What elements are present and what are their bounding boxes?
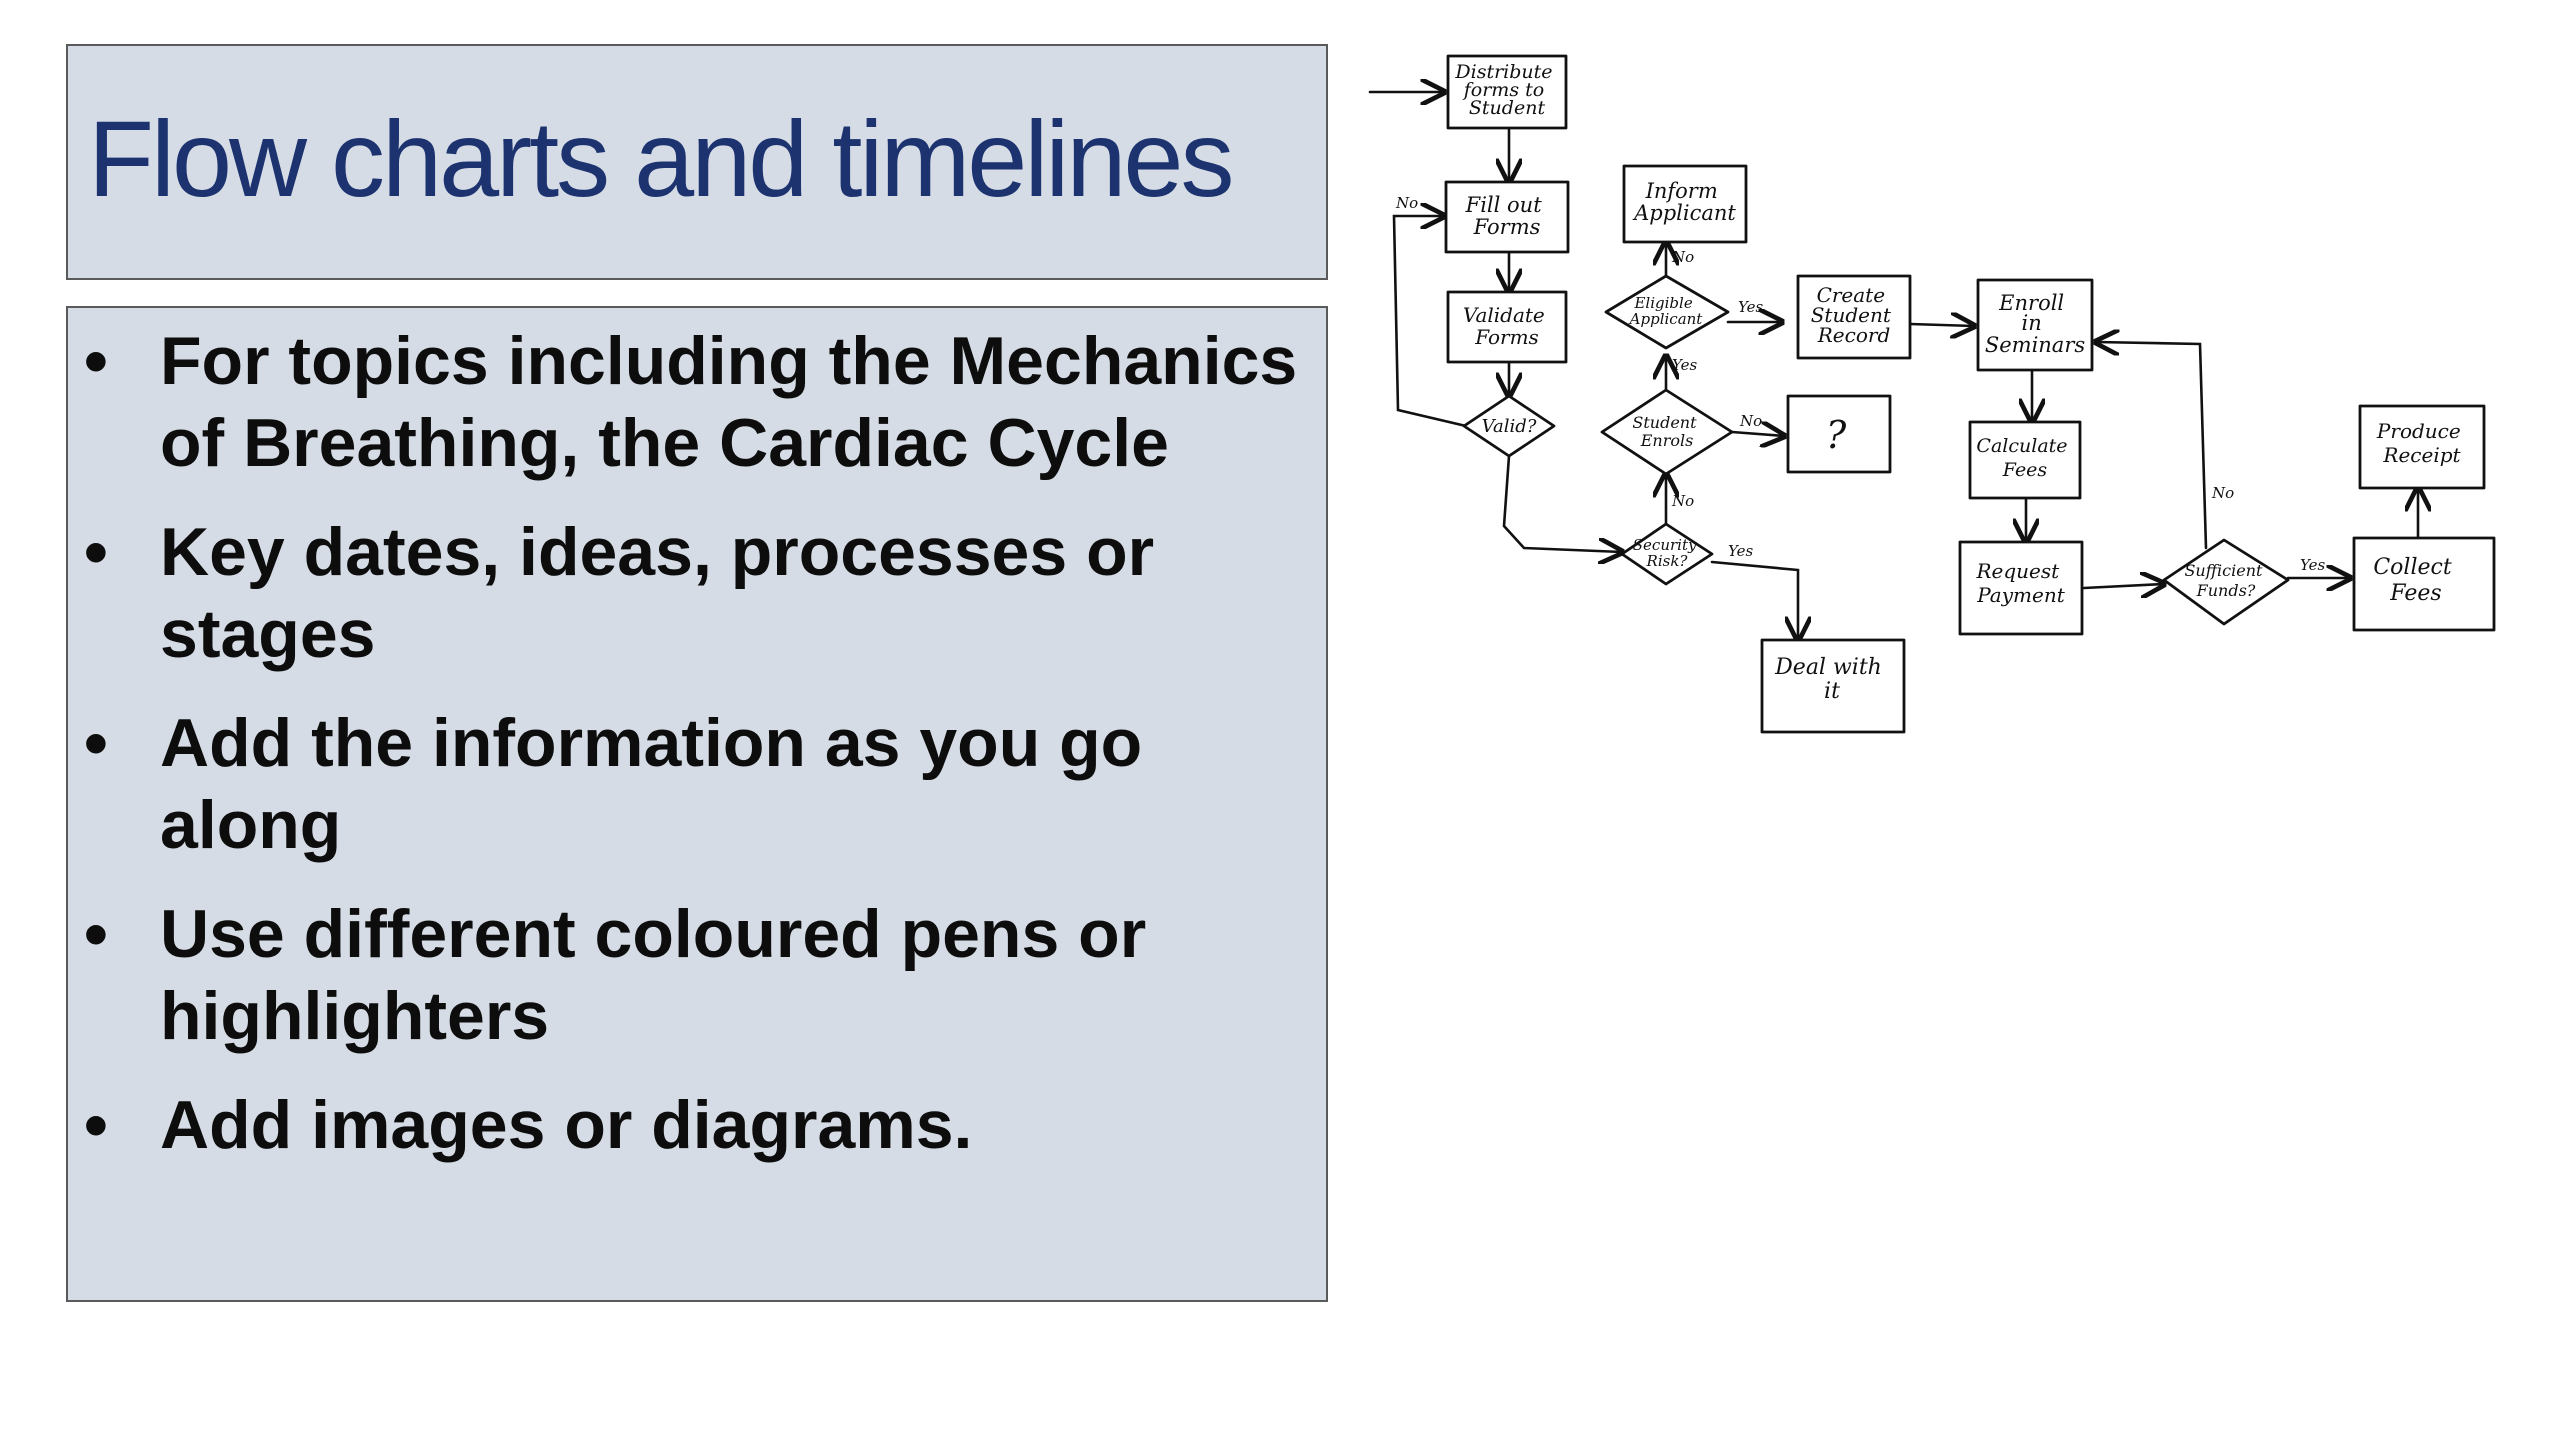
node-diamond-security-risk bbox=[1620, 522, 1714, 586]
edge-label: Yes bbox=[1672, 356, 1697, 374]
edge-label: No bbox=[2211, 484, 2234, 502]
node-label: Produce Receipt bbox=[2376, 419, 2467, 467]
bullet-list: For topics including the Mechanics of Br… bbox=[68, 320, 1326, 1193]
bullet-box: For topics including the Mechanics of Br… bbox=[66, 306, 1328, 1302]
slide-title: Flow charts and timelines bbox=[88, 98, 1234, 219]
node-box-request-payment bbox=[1958, 540, 2084, 636]
node-label: Sufficient Funds? bbox=[2184, 561, 2267, 600]
node-box-collect-fees bbox=[2352, 536, 2496, 632]
flowchart-diagram: Distribute forms to Student Fill out For… bbox=[1368, 54, 2496, 734]
node-label: Eligible Applicant bbox=[1628, 294, 1704, 328]
node-label: Inform Applicant bbox=[1632, 179, 1736, 225]
node-label: Create Student Record bbox=[1811, 283, 1898, 347]
node-label: Fill out Forms bbox=[1465, 193, 1549, 239]
connector bbox=[1908, 324, 1974, 326]
node-label: Request Payment bbox=[1975, 559, 2065, 607]
connector bbox=[1502, 454, 1622, 552]
edge-label: Yes bbox=[2300, 556, 2325, 574]
node-diamond-eligible bbox=[1604, 274, 1730, 350]
flowchart-labels: Distribute forms to Student Fill out For… bbox=[1454, 61, 2467, 704]
node-label: ? bbox=[1826, 413, 1847, 457]
flowchart-edge-labels: No No Yes Yes No No Yes No Yes bbox=[1395, 194, 2325, 574]
bullet-item: Key dates, ideas, processes or stages bbox=[68, 511, 1326, 675]
bullet-item: Add images or diagrams. bbox=[68, 1084, 1326, 1166]
edge-label: No bbox=[1671, 248, 1694, 266]
flowchart-shapes bbox=[1444, 54, 2496, 734]
title-box: Flow charts and timelines bbox=[66, 44, 1328, 280]
node-box-distribute bbox=[1446, 54, 1568, 130]
edge-label: No bbox=[1671, 492, 1694, 510]
node-box-inform bbox=[1622, 164, 1748, 244]
node-box-validate bbox=[1446, 290, 1568, 364]
node-label: Validate Forms bbox=[1463, 303, 1551, 349]
node-label: Student Enrols bbox=[1632, 413, 1701, 450]
bullet-item: Add the information as you go along bbox=[68, 702, 1326, 866]
node-box-create-record bbox=[1796, 274, 1912, 360]
edge-label: Yes bbox=[1738, 298, 1763, 316]
node-box-deal-with-it bbox=[1760, 638, 1906, 734]
node-label: Collect Fees bbox=[2373, 555, 2458, 606]
connector bbox=[2096, 342, 2208, 550]
node-label: Distribute forms to Student bbox=[1454, 61, 1558, 119]
connector bbox=[2082, 584, 2164, 588]
node-diamond-valid bbox=[1462, 394, 1556, 458]
bullet-item: Use different coloured pens or highlight… bbox=[68, 893, 1326, 1057]
bullet-item: For topics including the Mechanics of Br… bbox=[68, 320, 1326, 484]
node-diamond-student-enrols bbox=[1600, 388, 1734, 476]
connector bbox=[1730, 432, 1784, 436]
connector bbox=[1710, 560, 1798, 640]
node-label: Enroll in Seminars bbox=[1985, 291, 2086, 357]
node-label: Calculate Fees bbox=[1976, 435, 2073, 481]
node-label: Valid? bbox=[1482, 416, 1537, 437]
node-label: Deal with it bbox=[1774, 655, 1889, 704]
node-box-fill-out bbox=[1444, 180, 1570, 254]
edge-label: No bbox=[1739, 412, 1762, 430]
connector bbox=[1392, 216, 1468, 428]
node-box-enroll bbox=[1976, 278, 2094, 372]
node-box-calculate-fees bbox=[1968, 420, 2082, 500]
node-box-produce-receipt bbox=[2358, 404, 2486, 490]
edge-label: No bbox=[1395, 194, 1418, 212]
edge-label: Yes bbox=[1728, 542, 1753, 560]
flowchart-connectors bbox=[1368, 92, 2418, 640]
node-diamond-sufficient-funds bbox=[2162, 538, 2290, 626]
node-box-question bbox=[1786, 394, 1892, 474]
node-label: Security Risk? bbox=[1633, 536, 1701, 570]
